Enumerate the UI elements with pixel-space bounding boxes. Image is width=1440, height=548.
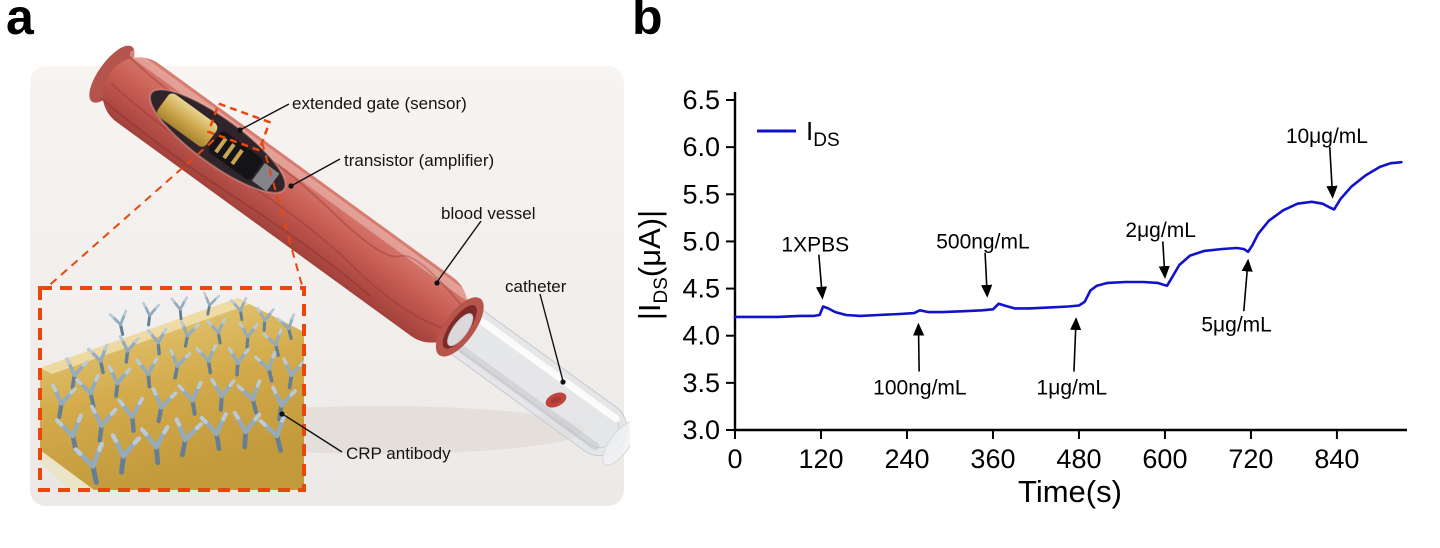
ids-curve (733, 160, 1403, 319)
extended-gate-sensor (157, 93, 218, 147)
zoom-connector-left (43, 139, 215, 291)
annotation-arrow (1158, 241, 1170, 279)
inset-scene (40, 291, 304, 490)
zoom-inset-border (38, 286, 306, 492)
catheter-sensor-illustration (30, 45, 630, 506)
annotation-arrow (1241, 258, 1253, 312)
red-blood-cell (545, 392, 567, 408)
transistor-pin (214, 137, 228, 154)
annotation-arrow (1326, 147, 1338, 199)
ids-time-chart: 0 120 240 360 480 600 720 840 3.0 3.5 4.0 4.5 5.0 5.5… (632, 85, 1407, 509)
leader-lines (239, 103, 564, 453)
chart-series (733, 160, 1403, 319)
label-catheter: catheter (505, 277, 567, 296)
chip-edge (40, 450, 94, 490)
x-tick-label: 480 (1056, 444, 1101, 474)
y-tick-label: 4.5 (682, 274, 720, 304)
x-tick-label: 360 (970, 444, 1015, 474)
y-tick-label: 3.5 (682, 368, 720, 398)
panel-b-letter: b (632, 0, 663, 45)
leader-dots (237, 127, 566, 417)
transistor-pin (222, 143, 236, 160)
annotation-label: 1XPBS (781, 233, 849, 256)
annotation-label: 500ng/mL (936, 230, 1029, 253)
x-tick-label: 840 (1314, 444, 1359, 474)
label-extended-gate: extended gate (sensor) (292, 94, 467, 113)
catheter-tip (602, 420, 630, 466)
annotation-arrow (1070, 317, 1082, 372)
y-tick-label: 6.0 (682, 132, 720, 162)
label-blood-vessel: blood vessel (441, 204, 536, 223)
x-tick-label: 240 (884, 444, 929, 474)
x-tick-label: 600 (1142, 444, 1187, 474)
device-band (251, 163, 280, 192)
label-crp-antibody: CRP antibody (346, 444, 451, 463)
panel-a-letter: a (6, 0, 34, 45)
x-tick-label: 720 (1228, 444, 1273, 474)
zoom-source-box (206, 102, 272, 152)
y-axis-label: |IDS(μA)| (632, 210, 672, 320)
chart-axes: 0 120 240 360 480 600 720 840 3.0 3.5 4.0 4.5 5.0 5.5… (682, 85, 1407, 474)
y-tick-label: 6.5 (682, 85, 720, 115)
chart-annotations: 1XPBS 100ng/mL 500ng/mL 1μg/mL 2μg/mL 5μg/mL 1… (781, 125, 1368, 400)
panel-a-illustration: a (0, 0, 630, 548)
x-tick-label: 0 (727, 444, 742, 474)
y-tick-label: 5.5 (682, 179, 720, 209)
annotation-label: 10μg/mL (1286, 125, 1368, 148)
label-transistor: transistor (amplifier) (344, 151, 495, 170)
annotation-arrow (981, 252, 993, 298)
annotation-label: 2μg/mL (1125, 219, 1195, 242)
annotation-arrow (913, 322, 925, 372)
catheter-through-vessel (447, 313, 474, 347)
x-axis-label: Time(s) (1018, 474, 1122, 509)
vessel-texture (100, 97, 372, 298)
vessel-texture (110, 82, 447, 331)
y-tick-label: 5.0 (682, 226, 720, 256)
x-tick-label: 120 (798, 444, 843, 474)
y-tick-label: 3.0 (682, 415, 720, 445)
annotation-label: 5μg/mL (1201, 313, 1271, 336)
y-tick-label: 4.0 (682, 321, 720, 351)
vessel-window-rim (149, 88, 287, 194)
zoom-connector-right (261, 141, 304, 290)
annotation-arrow (815, 254, 828, 300)
panel-b-chart: b 0 120 240 360 480 600 720 840 3.0 3.5 4.0 4.5 5.0 5… (630, 0, 1440, 548)
annotation-label: 1μg/mL (1037, 377, 1107, 400)
legend-label: IDS (806, 116, 840, 151)
transistor-pin (230, 148, 244, 166)
annotation-label: 100ng/mL (873, 377, 966, 400)
